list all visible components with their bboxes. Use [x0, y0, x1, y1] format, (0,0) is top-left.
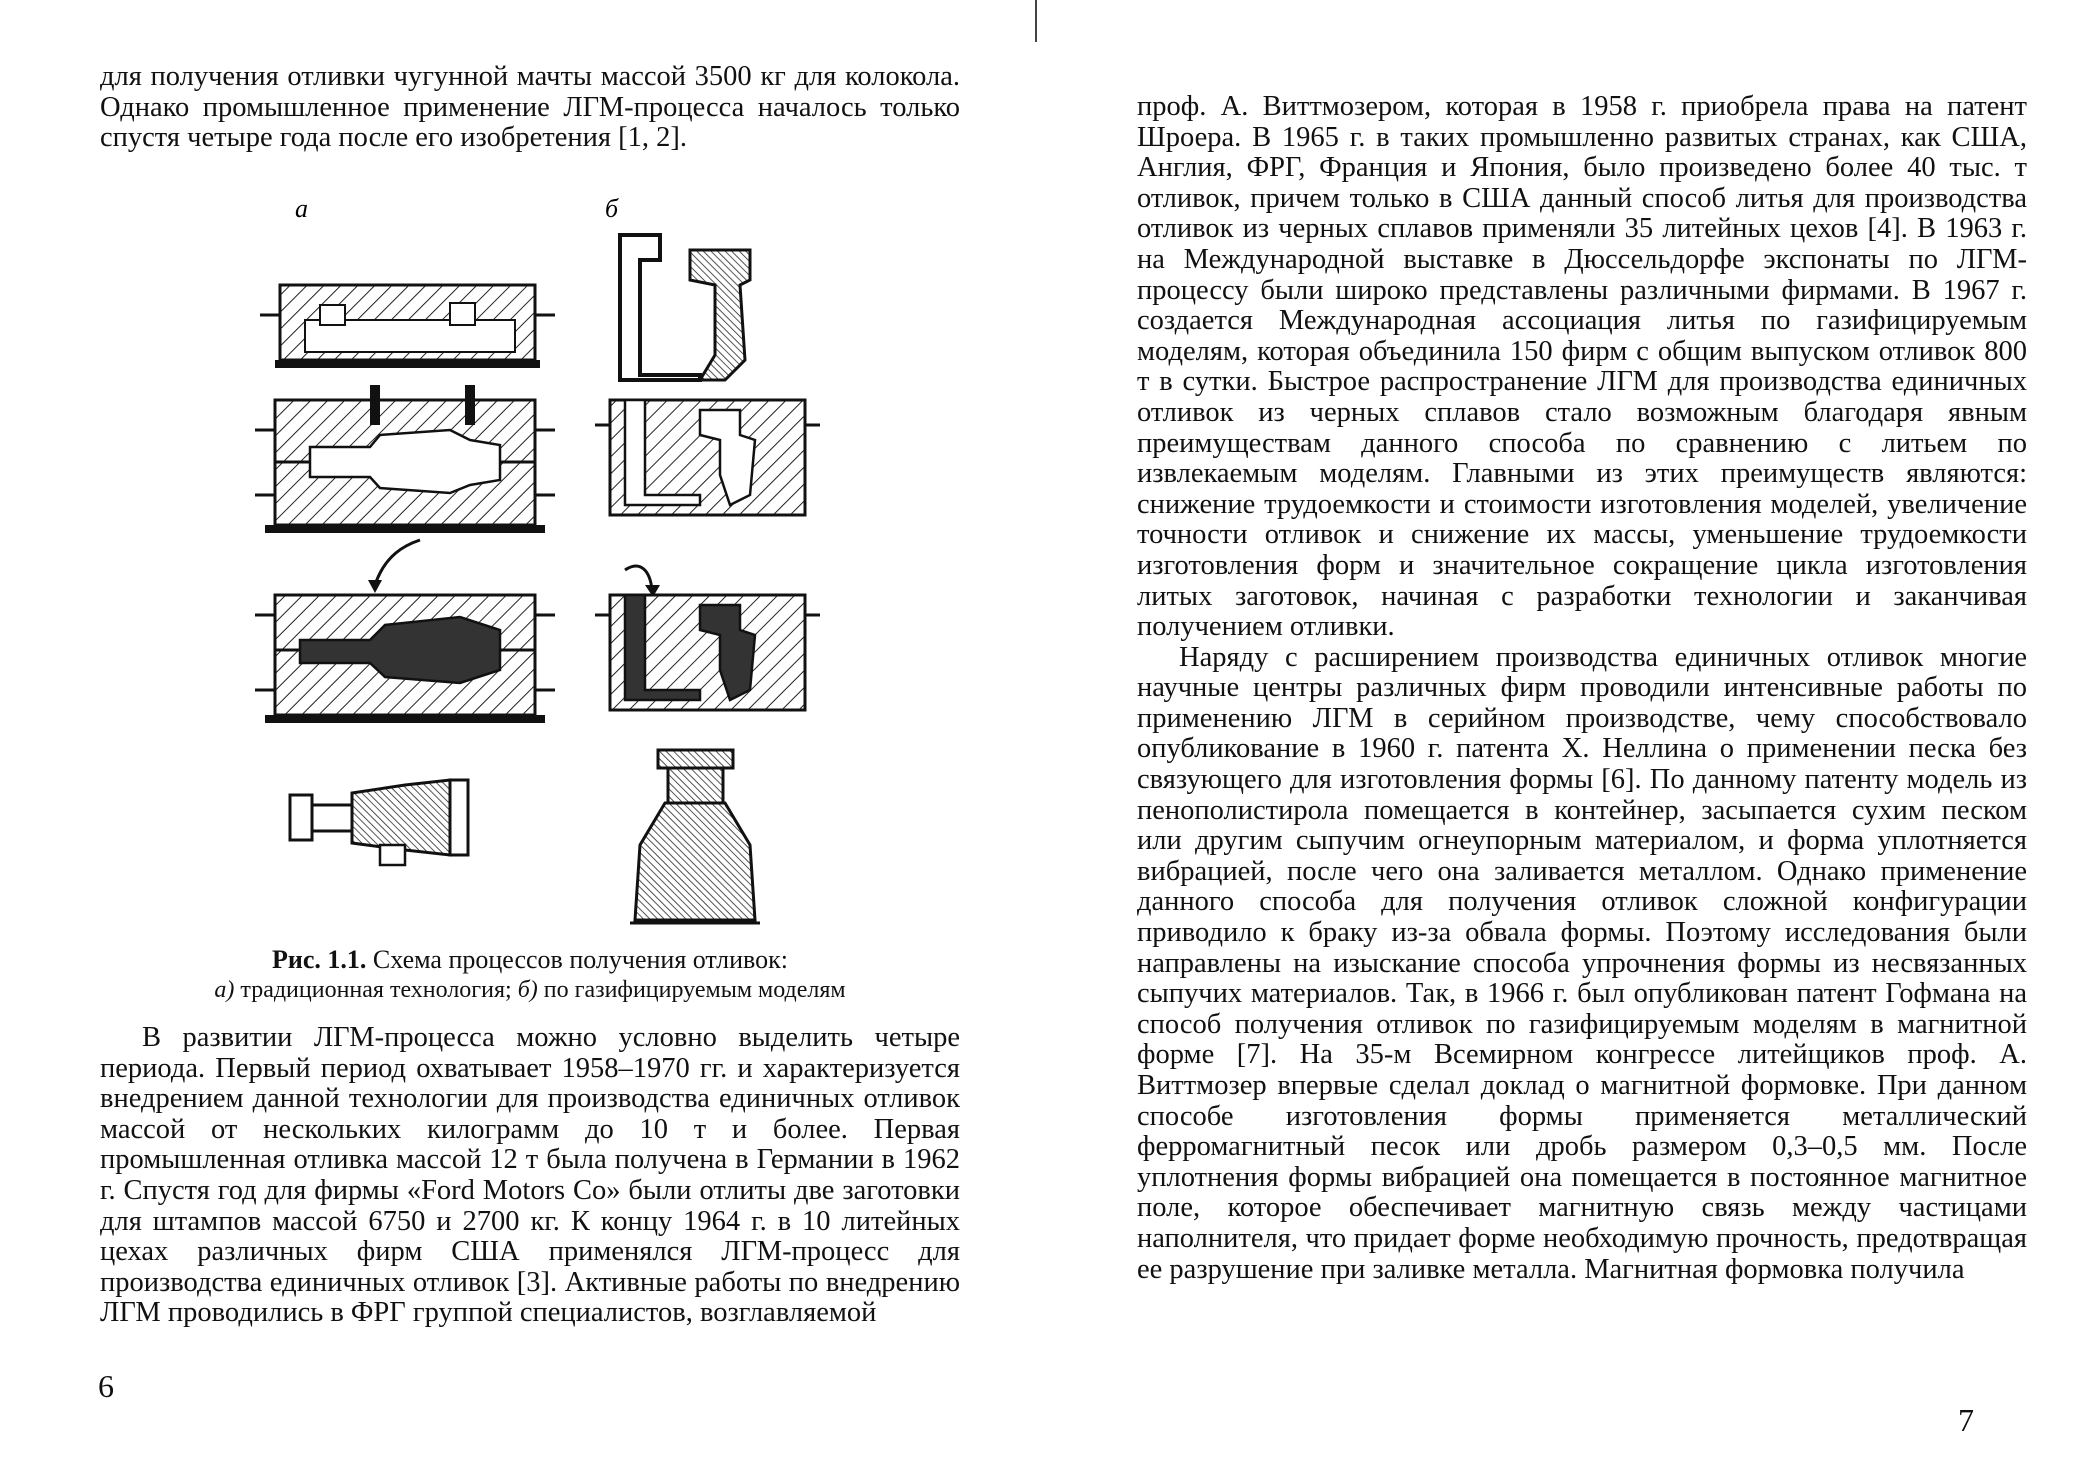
caption-a-text: традиционная технология;: [240, 977, 512, 1003]
column-b-mold-with-pattern: [595, 398, 820, 517]
caption-b-text: по газифицируемым моделям: [543, 977, 846, 1003]
column-b-poured-mold: [595, 564, 820, 712]
left-page: для получения отливки чугунной мачты мас…: [98, 61, 960, 1404]
figure-label-a: а: [295, 194, 308, 223]
figure-1-1: а б: [220, 185, 860, 925]
right-paragraph-1: проф. А. Виттмозером, которая в 1958 г. …: [1137, 91, 2027, 643]
caption-b-marker: б): [517, 977, 538, 1003]
caption-a-marker: а): [214, 977, 235, 1003]
column-b-foam-pattern: [618, 233, 752, 382]
right-paragraph-2: Наряду с расширением производства единич…: [1137, 641, 2027, 1285]
column-a-assembled-mold: [255, 385, 555, 533]
caption-title: Схема процессов получения отливок:: [372, 945, 788, 974]
right-page: проф. А. Виттмозером, которая в 1958 г. …: [1037, 0, 2074, 1467]
left-bottom-paragraph: В развитии ЛГМ-процесса можно условно вы…: [100, 1022, 960, 1329]
column-a-poured-mold: [255, 538, 555, 723]
page-number-left: 6: [98, 1368, 114, 1404]
left-bottom-text: В развитии ЛГМ-процесса можно условно вы…: [100, 1022, 960, 1329]
figure-caption: Рис. 1.1. Схема процессов получения отли…: [140, 945, 920, 1005]
right-text: проф. А. Виттмозером, которая в 1958 г. …: [1137, 91, 2027, 1285]
column-b-casting: [630, 748, 760, 925]
caption-sub-line: а) традиционная технология; б) по газифи…: [140, 975, 920, 1005]
column-a-pattern-half: [260, 283, 555, 368]
left-top-text: для получения отливки чугунной мачты мас…: [100, 61, 960, 154]
caption-title-line: Рис. 1.1. Схема процессов получения отли…: [140, 945, 920, 975]
figure-drawing: а б: [255, 194, 820, 925]
column-a-casting: [288, 778, 470, 867]
page-number-right: 7: [1958, 1402, 1974, 1438]
page-gutter-line: [1035, 0, 1037, 42]
left-top-paragraph: для получения отливки чугунной мачты мас…: [100, 61, 960, 154]
caption-prefix: Рис. 1.1.: [272, 945, 367, 974]
figure-label-b: б: [605, 194, 619, 223]
